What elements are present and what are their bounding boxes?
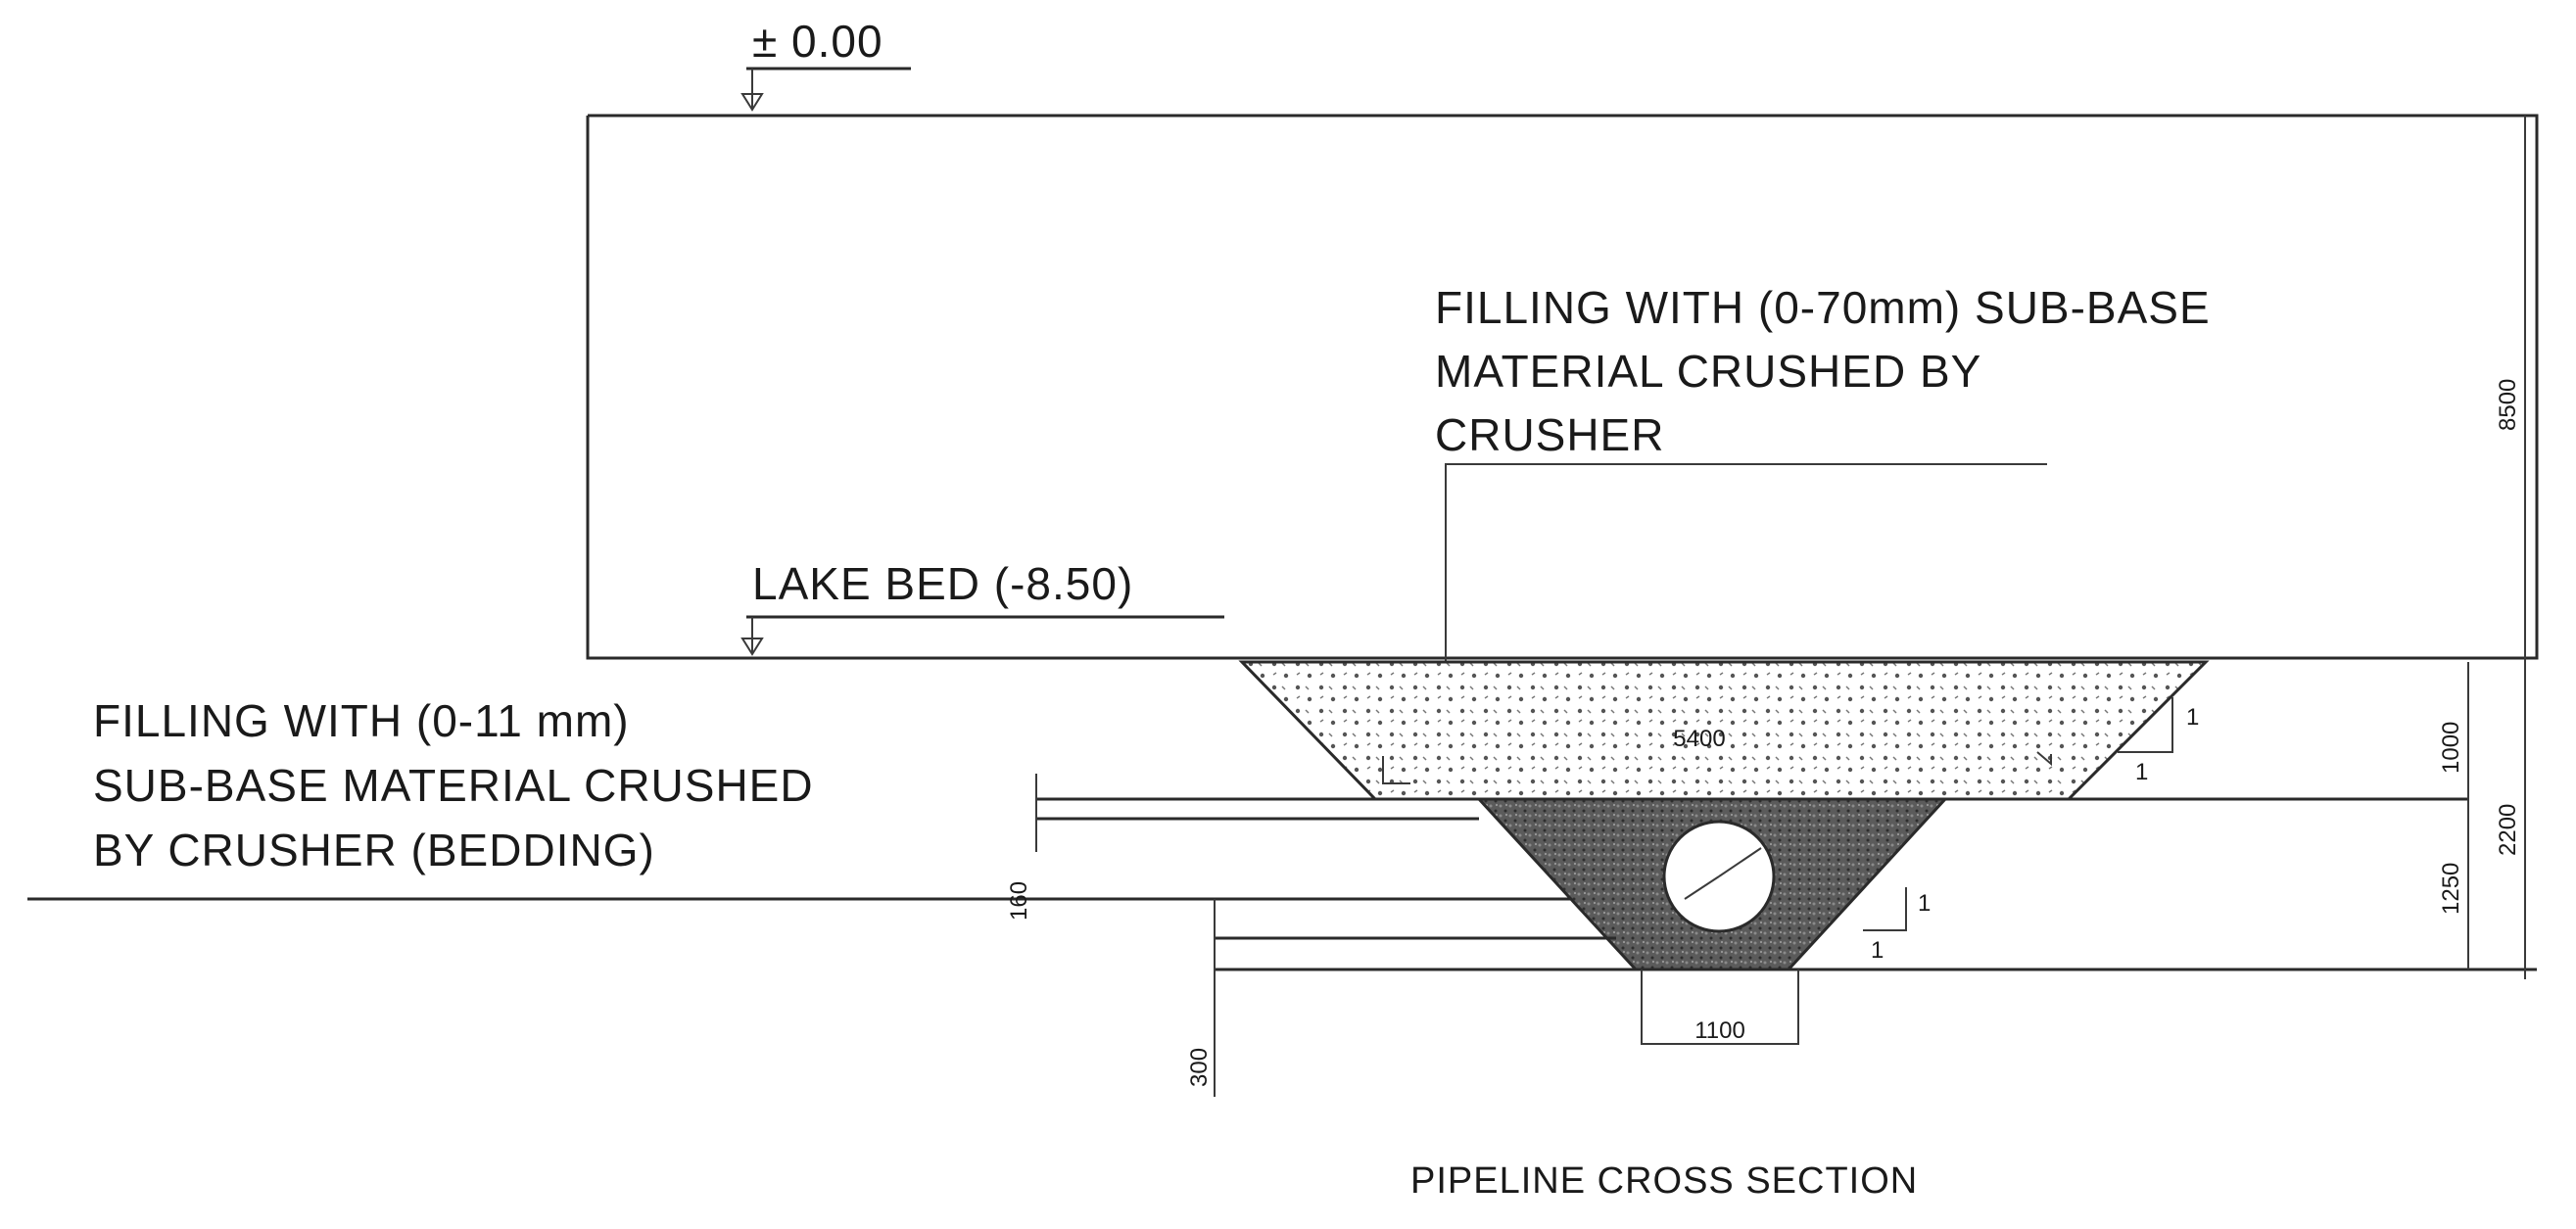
bedding-fill-line-1: FILLING WITH (0-11 mm): [93, 695, 630, 746]
drawing-caption: PIPELINE CROSS SECTION: [1410, 1160, 1918, 1202]
bottom-step-dim: 160: [1006, 881, 1032, 921]
upper-fill-line-3: CRUSHER: [1435, 409, 1664, 460]
bedding-fill-line-3: BY CRUSHER (BEDDING): [93, 825, 655, 875]
bedding-fill-line-2: SUB-BASE MATERIAL CRUSHED: [93, 760, 814, 811]
top-width-dim: 5400: [1673, 726, 1725, 752]
pipe-radius-line: [1718, 847, 1762, 877]
bedding-slope-rise: 1: [1918, 890, 1931, 917]
depth-total-dim: 8500: [2495, 379, 2521, 431]
left-dimensions: 160 300: [1006, 774, 1216, 1097]
lake-bed-label: LAKE BED (-8.50): [752, 558, 1133, 609]
lake-bed-marker: LAKE BED (-8.50): [740, 558, 1224, 656]
top-level-marker: ± 0.00: [740, 16, 911, 112]
bedding-slope-run: 1: [1871, 937, 1884, 964]
water-body-outline: [586, 114, 2539, 660]
upper-slope-run: 1: [2135, 759, 2148, 785]
trench-total-dim: 2200: [2495, 804, 2521, 856]
upper-fill-line-2: MATERIAL CRUSHED BY: [1435, 346, 1981, 397]
upper-layer-dim: 1000: [2438, 722, 2464, 774]
right-dimensions: 8500 1000 2200 1250: [2438, 116, 2526, 979]
upper-slope-marks: 1 1: [1382, 697, 2199, 785]
upper-fill-annotation: FILLING WITH (0-70mm) SUB-BASE MATERIAL …: [1435, 282, 2211, 662]
bottom-width-label: 1100: [1694, 1017, 1745, 1044]
upper-fill-line-1: FILLING WITH (0-70mm) SUB-BASE: [1435, 282, 2211, 333]
bottom-width-dimension: 1100: [1641, 969, 1799, 1045]
upper-slope-rise: 1: [2186, 704, 2199, 731]
top-level-label: ± 0.00: [752, 16, 883, 67]
lower-offset-dim: 300: [1186, 1048, 1213, 1087]
bedding-slope-marks: 1 1: [1863, 887, 1931, 964]
bedding-height-dim: 1250: [2438, 863, 2464, 915]
bedding-fill-annotation: FILLING WITH (0-11 mm) SUB-BASE MATERIAL…: [93, 695, 1038, 875]
